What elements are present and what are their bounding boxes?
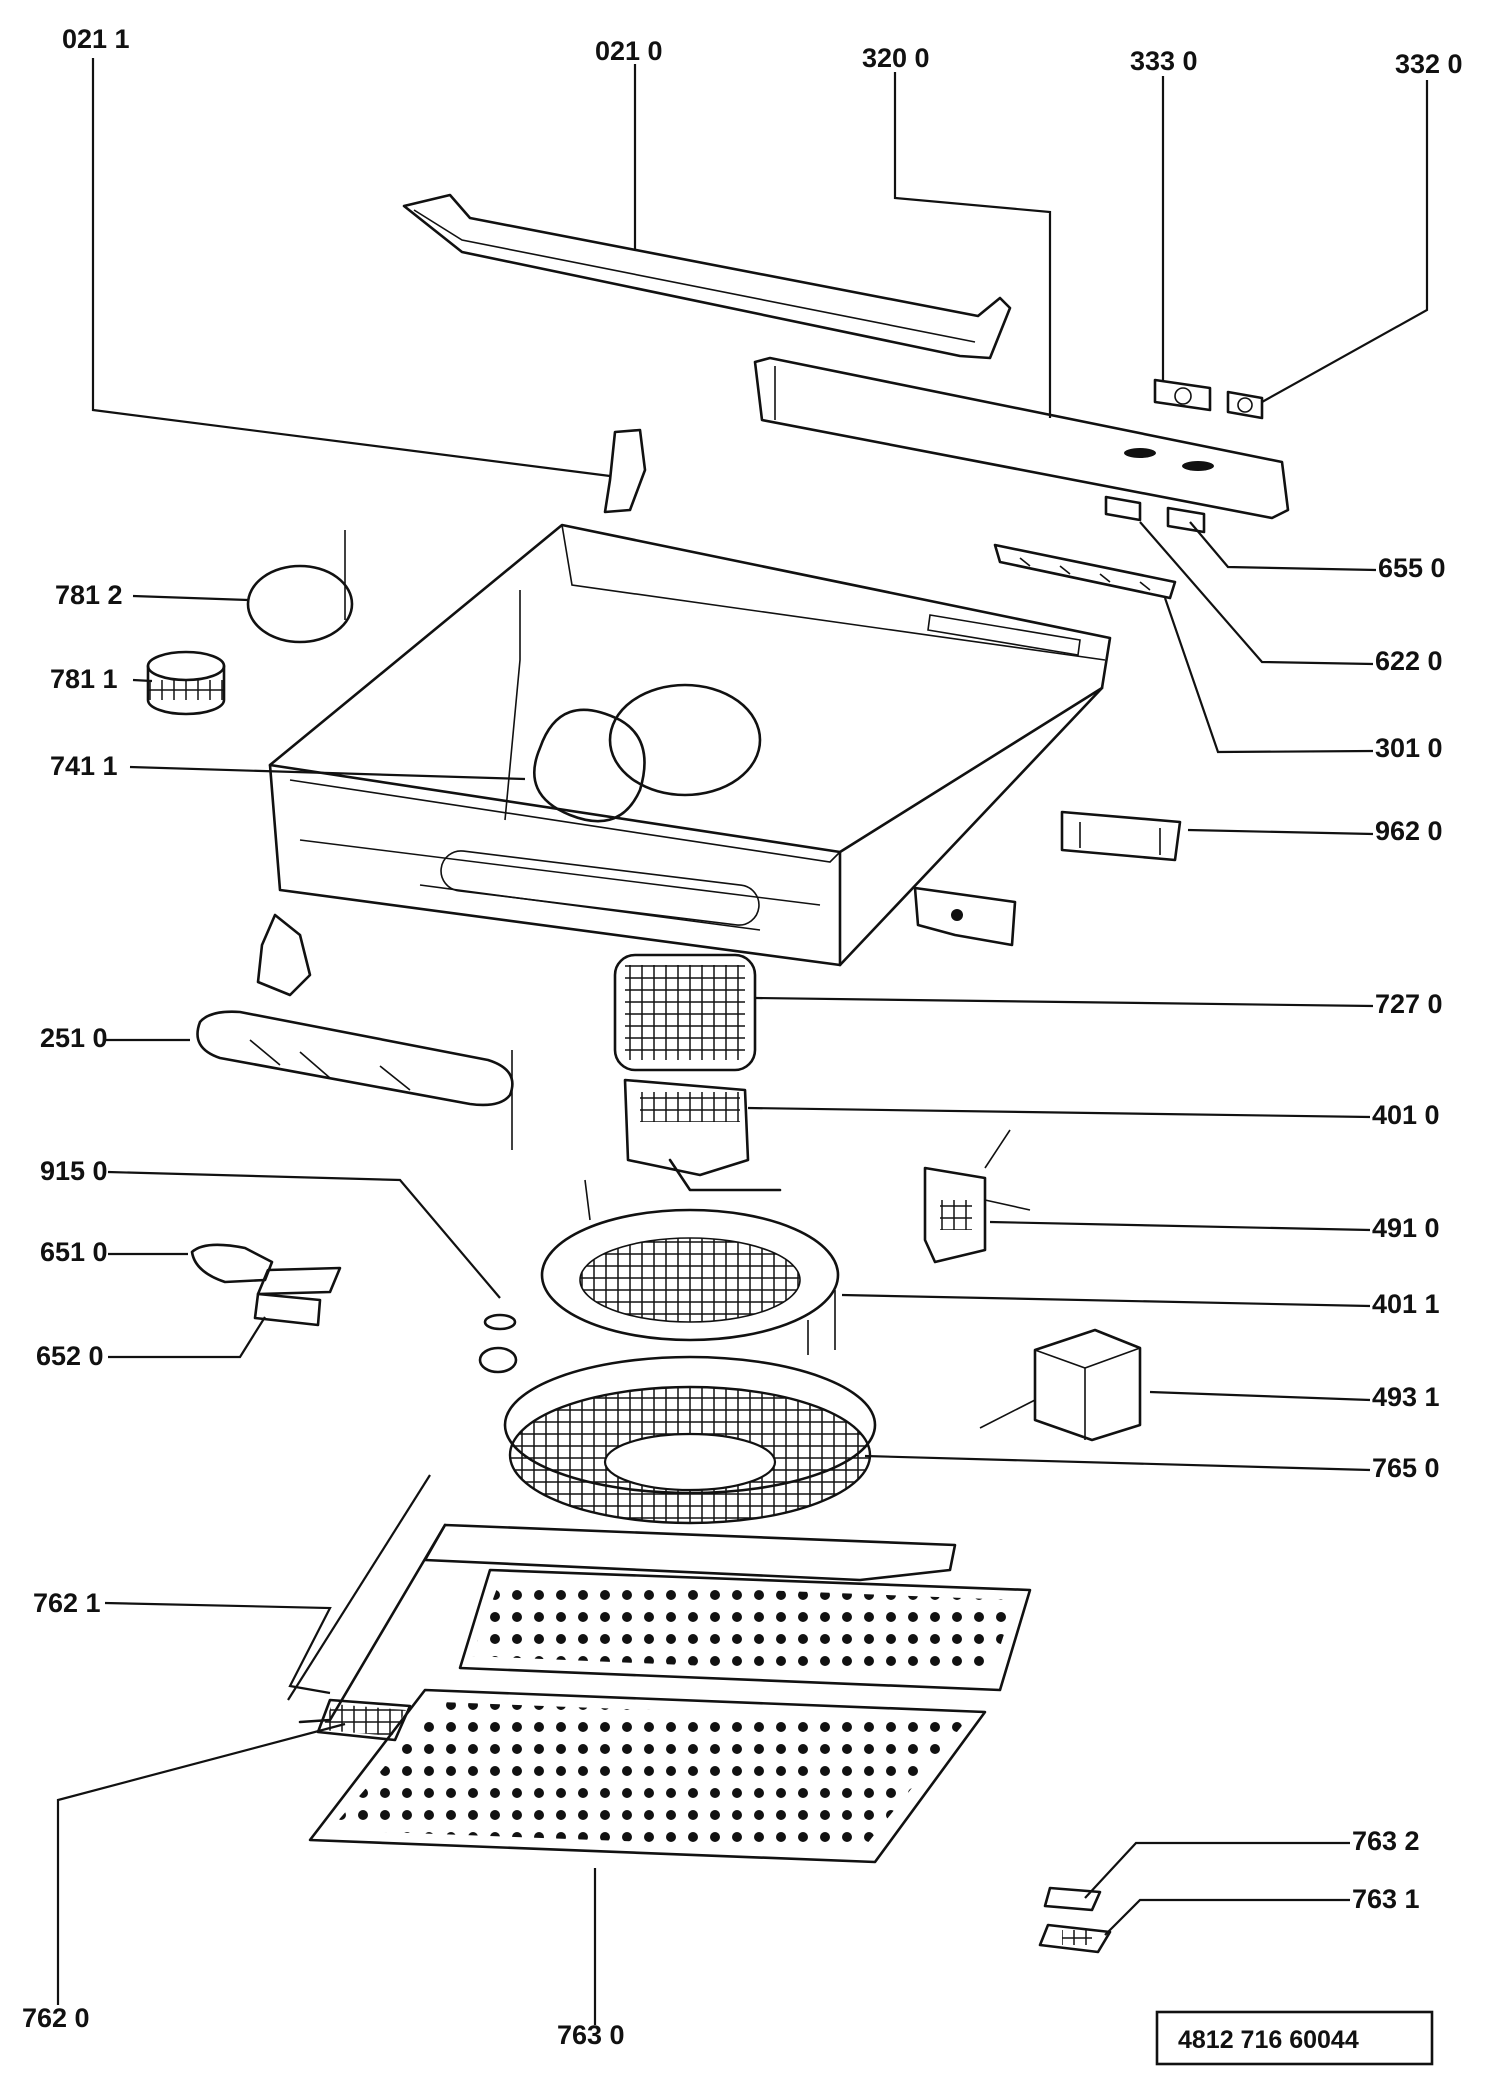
part-fan-wheel-727-0: [613, 953, 757, 1072]
label-251-0: 251 0: [40, 1023, 108, 1053]
label-763-0: 763 0: [557, 2020, 625, 2050]
label-781-1: 781 1: [50, 664, 118, 694]
label-962-0: 962 0: [1375, 816, 1443, 846]
label-762-1: 762 1: [33, 1588, 101, 1618]
label-401-1: 401 1: [1372, 1289, 1440, 1319]
part-duct-ring-781-1: [146, 650, 226, 716]
part-filter-upper: [458, 1568, 1032, 1692]
part-switch-332-0: [1226, 390, 1264, 420]
part-filter-corner-762-0: [316, 1698, 412, 1742]
part-filter-ring-765-0: [503, 1355, 877, 1525]
label-320-0: 320 0: [862, 43, 930, 73]
part-cover-plate-781-2: [246, 530, 354, 644]
leader-lines: [56, 58, 1429, 2025]
label-652-0: 652 0: [36, 1341, 104, 1371]
label-301-0: 301 0: [1375, 733, 1443, 763]
part-control-panel-320-0: [753, 356, 1290, 520]
label-762-0: 762 0: [22, 2003, 90, 2033]
part-bracket-962-0: [1060, 810, 1182, 862]
part-washer-915-0: [478, 1313, 518, 1374]
part-motor-401-0: [623, 1078, 782, 1192]
part-clip-763-2: [1043, 1886, 1102, 1912]
label-021-0: 021 0: [595, 36, 663, 66]
label-763-1: 763 1: [1352, 1884, 1420, 1914]
part-side-bracket: [913, 886, 1017, 947]
document-number: 4812 716 60044: [1178, 2026, 1359, 2054]
label-622-0: 622 0: [1375, 646, 1443, 676]
part-switch-655-0: [1104, 495, 1142, 522]
label-401-0: 401 0: [1372, 1100, 1440, 1130]
part-front-trim-021-0: [402, 193, 1012, 360]
part-lamp-holder-652-0: [253, 1266, 342, 1327]
part-filter-lower-763-0: [308, 1688, 987, 1864]
label-651-0: 651 0: [40, 1237, 108, 1267]
part-cable-plug: [256, 913, 312, 997]
part-switch-333-0: [1153, 378, 1212, 412]
label-727-0: 727 0: [1375, 989, 1443, 1019]
part-switch-622-0: [1166, 506, 1206, 534]
part-hood-housing: [268, 523, 1112, 967]
label-655-0: 655 0: [1378, 553, 1446, 583]
part-capacitor-493-1: [979, 1328, 1142, 1442]
part-clip-763-1: [1038, 1923, 1112, 1954]
part-clip-021-1: [603, 428, 647, 514]
label-741-1: 741 1: [50, 751, 118, 781]
label-915-0: 915 0: [40, 1156, 108, 1186]
part-labels: 021 1 021 0 320 0 333 0 332 0 655 0 622 …: [22, 24, 1463, 2050]
part-motor-plate-401-1: [540, 1179, 840, 1355]
part-lamp-cover-251-0: [196, 1010, 514, 1150]
document-number-box: 4812 716 60044: [1155, 2010, 1434, 2066]
label-021-1: 021 1: [62, 24, 130, 54]
label-765-0: 765 0: [1372, 1453, 1440, 1483]
part-switch-491-0: [923, 1129, 1031, 1264]
label-333-0: 333 0: [1130, 46, 1198, 76]
label-332-0: 332 0: [1395, 49, 1463, 79]
label-493-1: 493 1: [1372, 1382, 1440, 1412]
label-763-2: 763 2: [1352, 1826, 1420, 1856]
part-switch-bracket-301-0: [993, 543, 1177, 600]
label-781-2: 781 2: [55, 580, 123, 610]
part-lamp-651-0: [190, 1243, 274, 1284]
label-491-0: 491 0: [1372, 1213, 1440, 1243]
